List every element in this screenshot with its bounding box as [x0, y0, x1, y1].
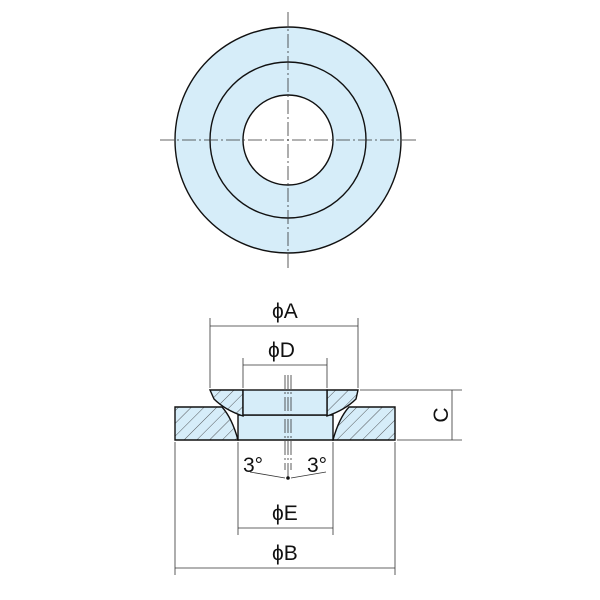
section-view [174, 375, 396, 480]
lower-plate-left [174, 406, 239, 441]
label-dia-e: ϕE [272, 502, 298, 525]
upper-washer-right [326, 389, 359, 417]
dimensions [174, 318, 462, 575]
lower-plate-right [332, 406, 396, 441]
label-dia-b: ϕB [272, 542, 298, 565]
label-c: C [430, 407, 453, 422]
label-angle-left: 3° [243, 454, 263, 477]
label-dia-a: ϕA [272, 300, 298, 323]
lower-bore [237, 414, 334, 441]
label-dia-d: ϕD [268, 339, 295, 362]
upper-washer-left [208, 389, 244, 417]
label-angle-right: 3° [307, 454, 327, 477]
top-view [160, 12, 416, 268]
